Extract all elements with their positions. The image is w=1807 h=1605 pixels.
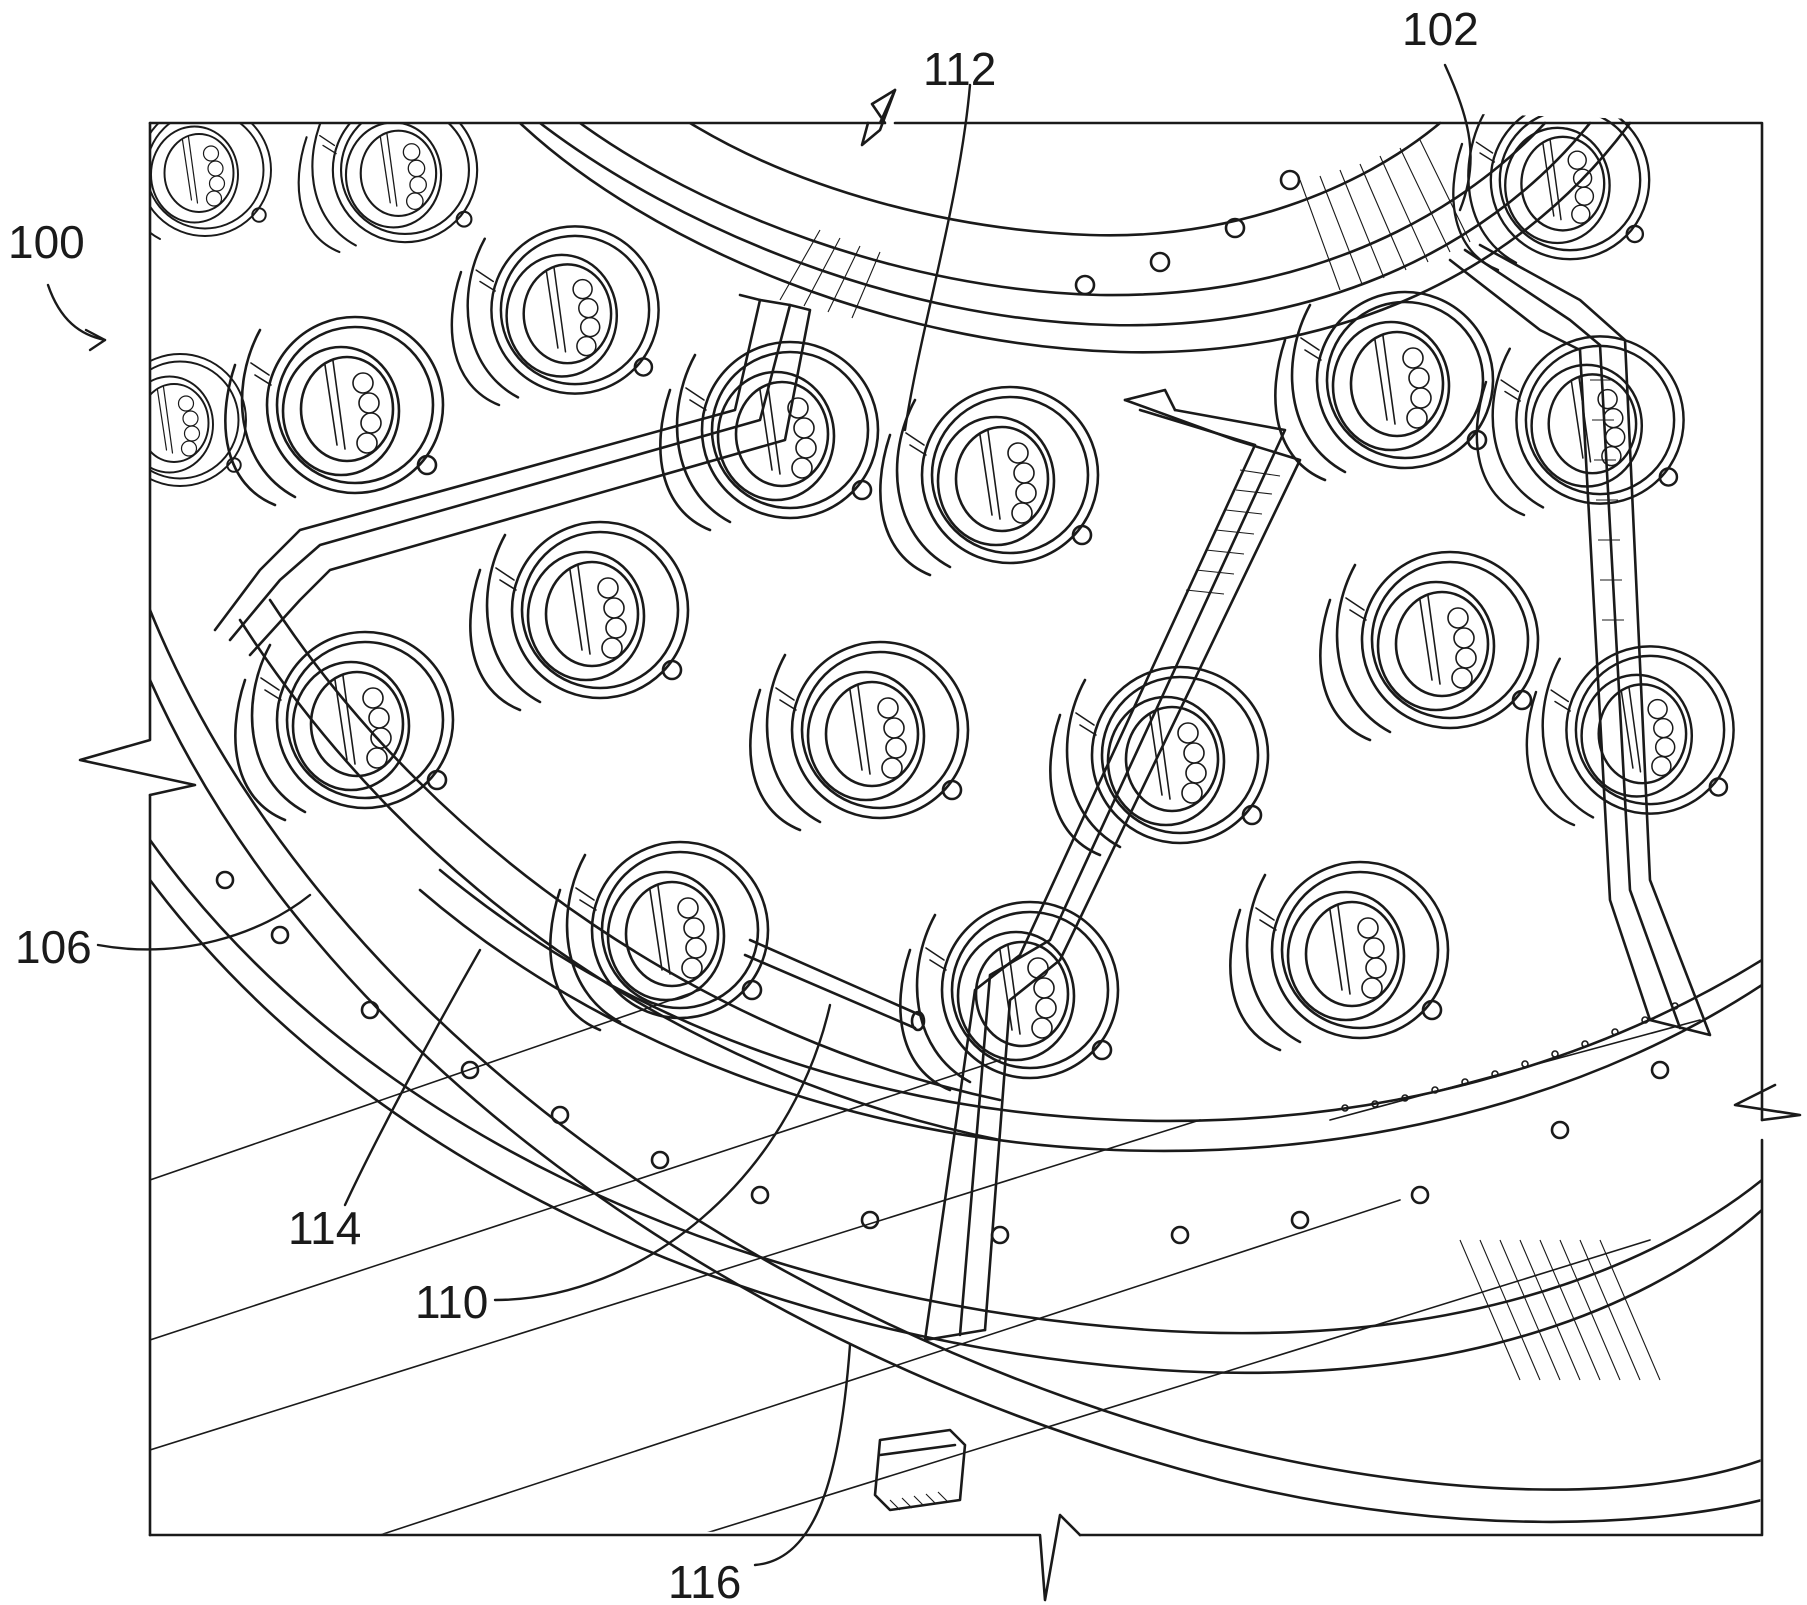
label-100: 100 <box>8 216 85 268</box>
bracket <box>875 1430 965 1510</box>
tube-upper <box>925 390 1300 1340</box>
shading-hatch <box>1460 1240 1660 1380</box>
inner-ring <box>240 600 1762 1151</box>
label-102: 102 <box>1402 3 1479 55</box>
nozzle-array <box>83 98 1734 1090</box>
label-110: 110 <box>415 1276 488 1328</box>
label-116: 116 <box>668 1556 741 1605</box>
rod <box>745 940 924 1030</box>
figure-frame <box>80 90 1800 1600</box>
label-114: 114 <box>288 1202 361 1254</box>
reference-numerals: 100 102 106 110 112 114 116 <box>8 3 1479 1605</box>
label-112: 112 <box>923 43 996 95</box>
label-106: 106 <box>15 921 92 973</box>
